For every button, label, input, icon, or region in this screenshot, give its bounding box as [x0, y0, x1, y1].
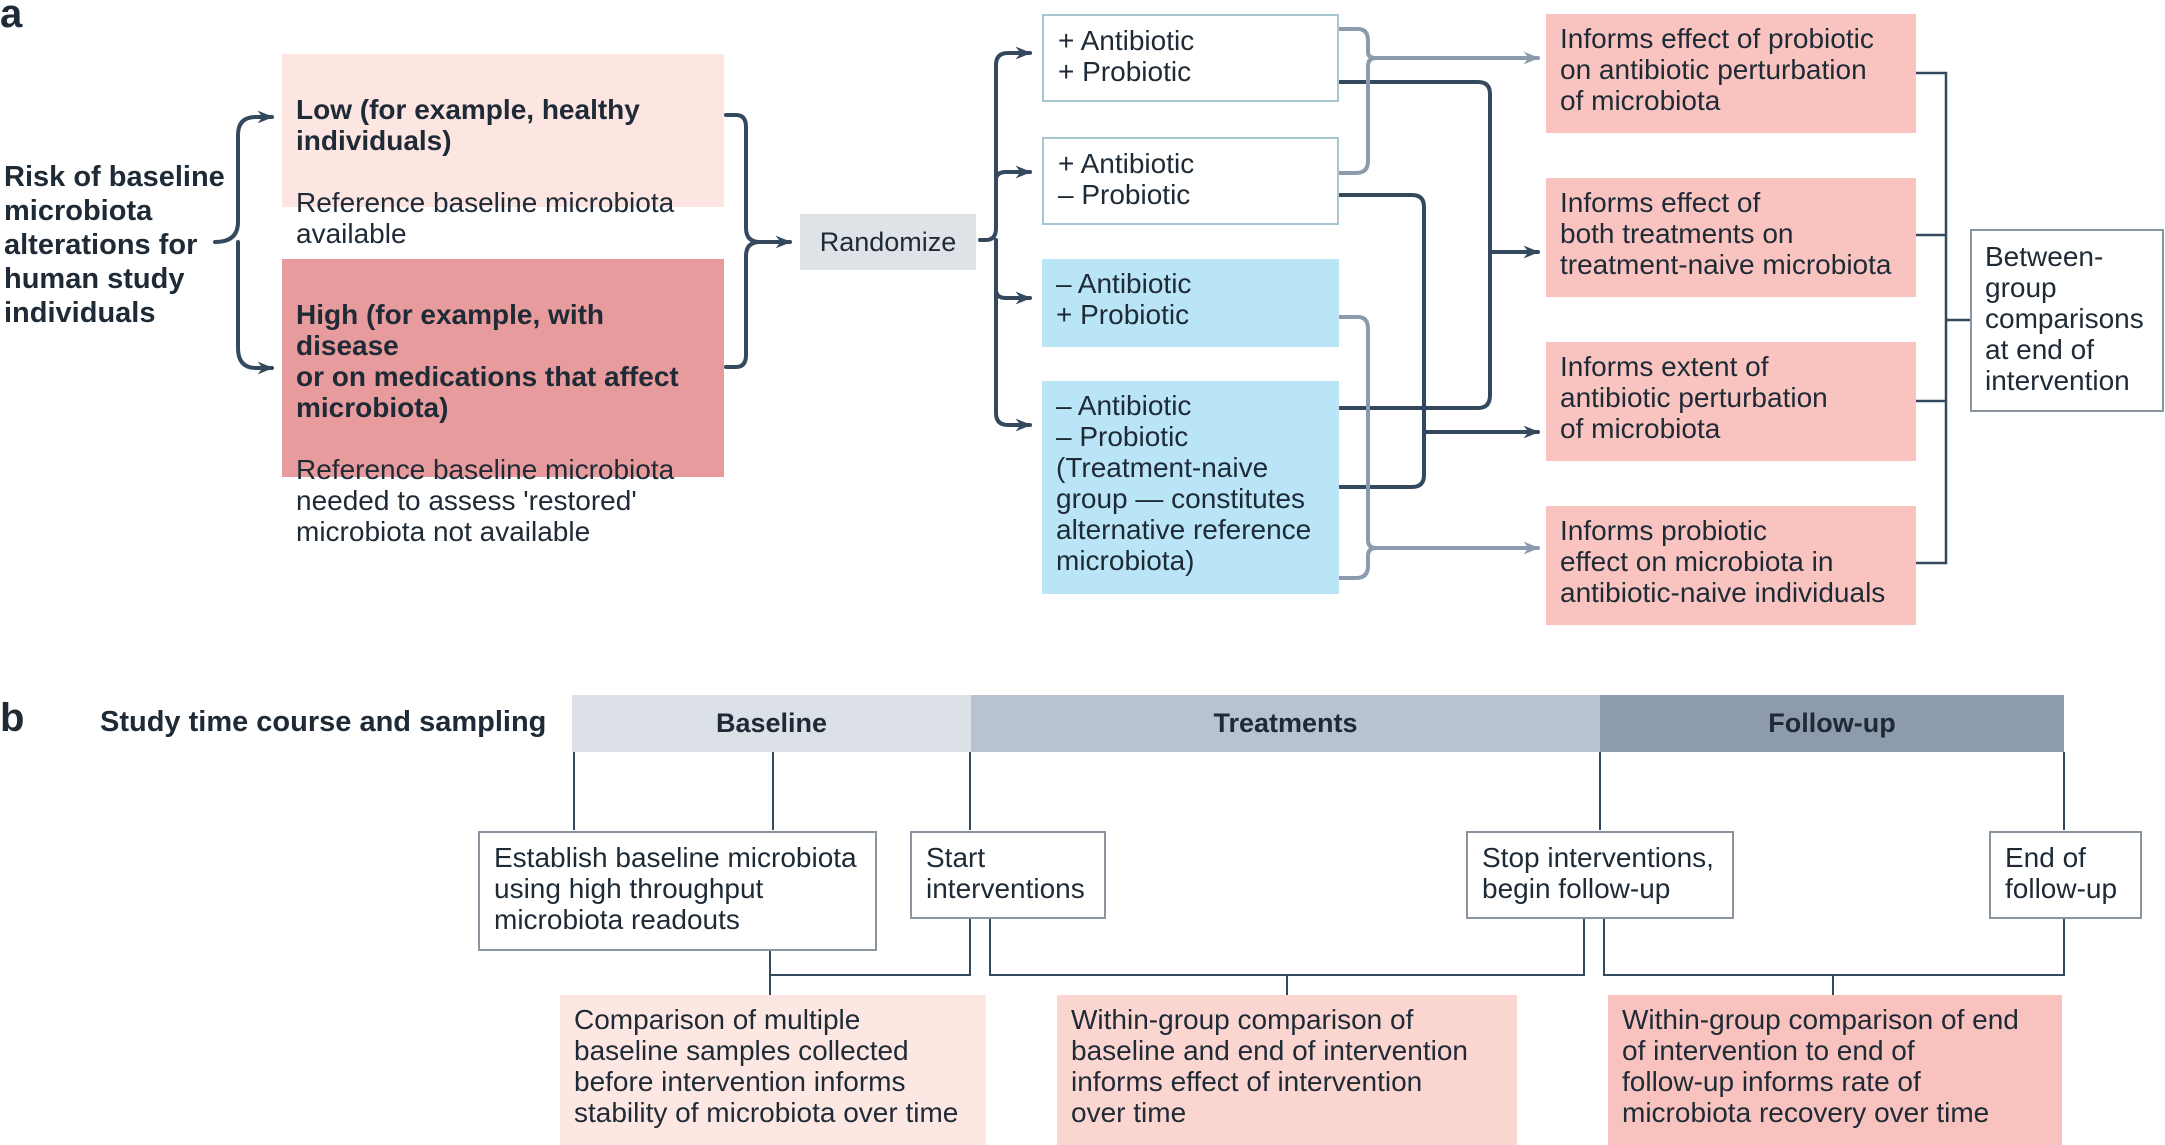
milestone-start-interventions: Start interventions [910, 831, 1106, 919]
milestone-end-of-follow-up: End of follow-up [1989, 831, 2142, 919]
milestone-establish-baseline: Establish baseline microbiota using high… [478, 831, 877, 951]
high-risk-title: High (for example, with disease or on me… [296, 299, 679, 423]
comparison-recovery-rate: Within-group comparison of end of interv… [1608, 995, 2062, 1145]
low-risk-box: Low (for example, healthy individuals) R… [282, 54, 724, 249]
randomize-box: Randomize [800, 214, 976, 270]
comparison-intervention-effect: Within-group comparison of baseline and … [1057, 995, 1517, 1145]
outcome-antibiotic-perturbation: Informs extent of antibiotic perturbatio… [1546, 342, 1916, 461]
milestone-stop-interventions: Stop interventions, begin follow-up [1466, 831, 1734, 919]
outcome-both-treatments: Informs effect of both treatments on tre… [1546, 178, 1916, 297]
outcome-probiotic-antibiotic-naive: Informs probiotic effect on microbiota i… [1546, 506, 1916, 625]
outcome-probiotic-on-antibiotic-perturbation: Informs effect of probiotic on antibioti… [1546, 14, 1916, 133]
phase-baseline: Baseline [572, 695, 971, 752]
low-risk-title: Low (for example, healthy individuals) [296, 94, 640, 156]
panel-b-title: Study time course and sampling [100, 706, 547, 738]
high-risk-body: Reference baseline microbiota needed to … [296, 454, 675, 547]
group-no-antibiotic-probiotic: – Antibiotic + Probiotic [1042, 259, 1339, 347]
group-antibiotic-no-probiotic: + Antibiotic – Probiotic [1042, 137, 1339, 225]
panel-a-letter: a [0, 0, 23, 36]
panel-b-letter: b [0, 696, 25, 740]
comparison-baseline-stability: Comparison of multiple baseline samples … [560, 995, 986, 1145]
high-risk-box: High (for example, with disease or on me… [282, 259, 724, 547]
phase-treatments: Treatments [971, 695, 1600, 752]
group-antibiotic-probiotic: + Antibiotic + Probiotic [1042, 14, 1339, 102]
low-risk-body: Reference baseline microbiota available [296, 187, 675, 249]
risk-label: Risk of baseline microbiota alterations … [4, 161, 225, 329]
phase-follow-up: Follow-up [1600, 695, 2064, 752]
group-treatment-naive: – Antibiotic – Probiotic (Treatment-naiv… [1042, 381, 1339, 594]
between-group-comparisons-box: Between- group comparisons at end of int… [1970, 229, 2164, 412]
